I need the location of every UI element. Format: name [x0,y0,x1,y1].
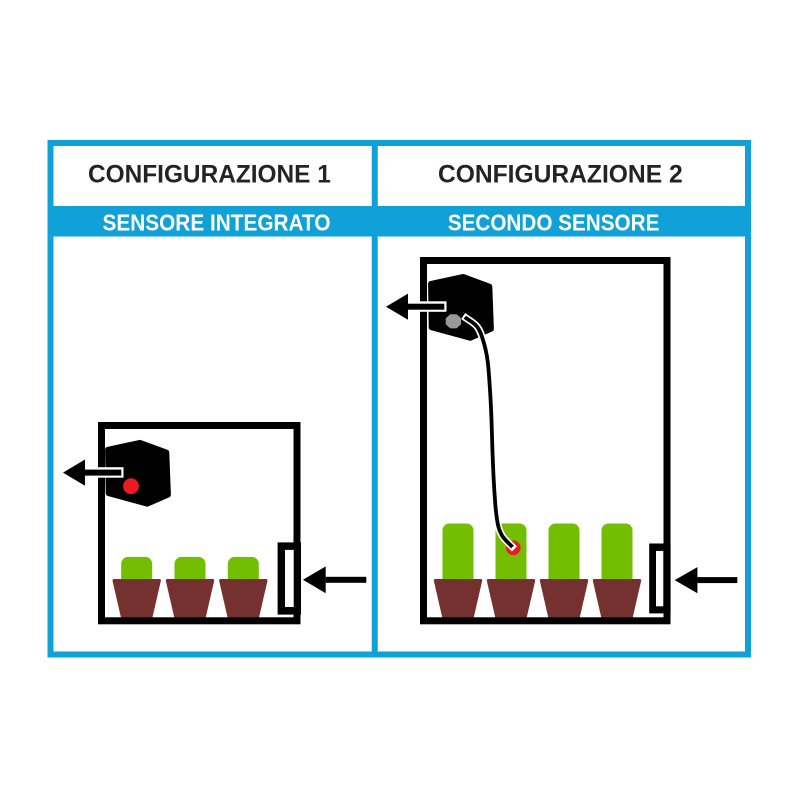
svg-text:SENSORE INTEGRATO: SENSORE INTEGRATO [103,209,331,235]
svg-text:CONFIGURAZIONE 1: CONFIGURAZIONE 1 [88,161,331,189]
svg-text:SECONDO SENSORE: SECONDO SENSORE [448,209,660,235]
svg-text:CONFIGURAZIONE 2: CONFIGURAZIONE 2 [438,161,683,189]
